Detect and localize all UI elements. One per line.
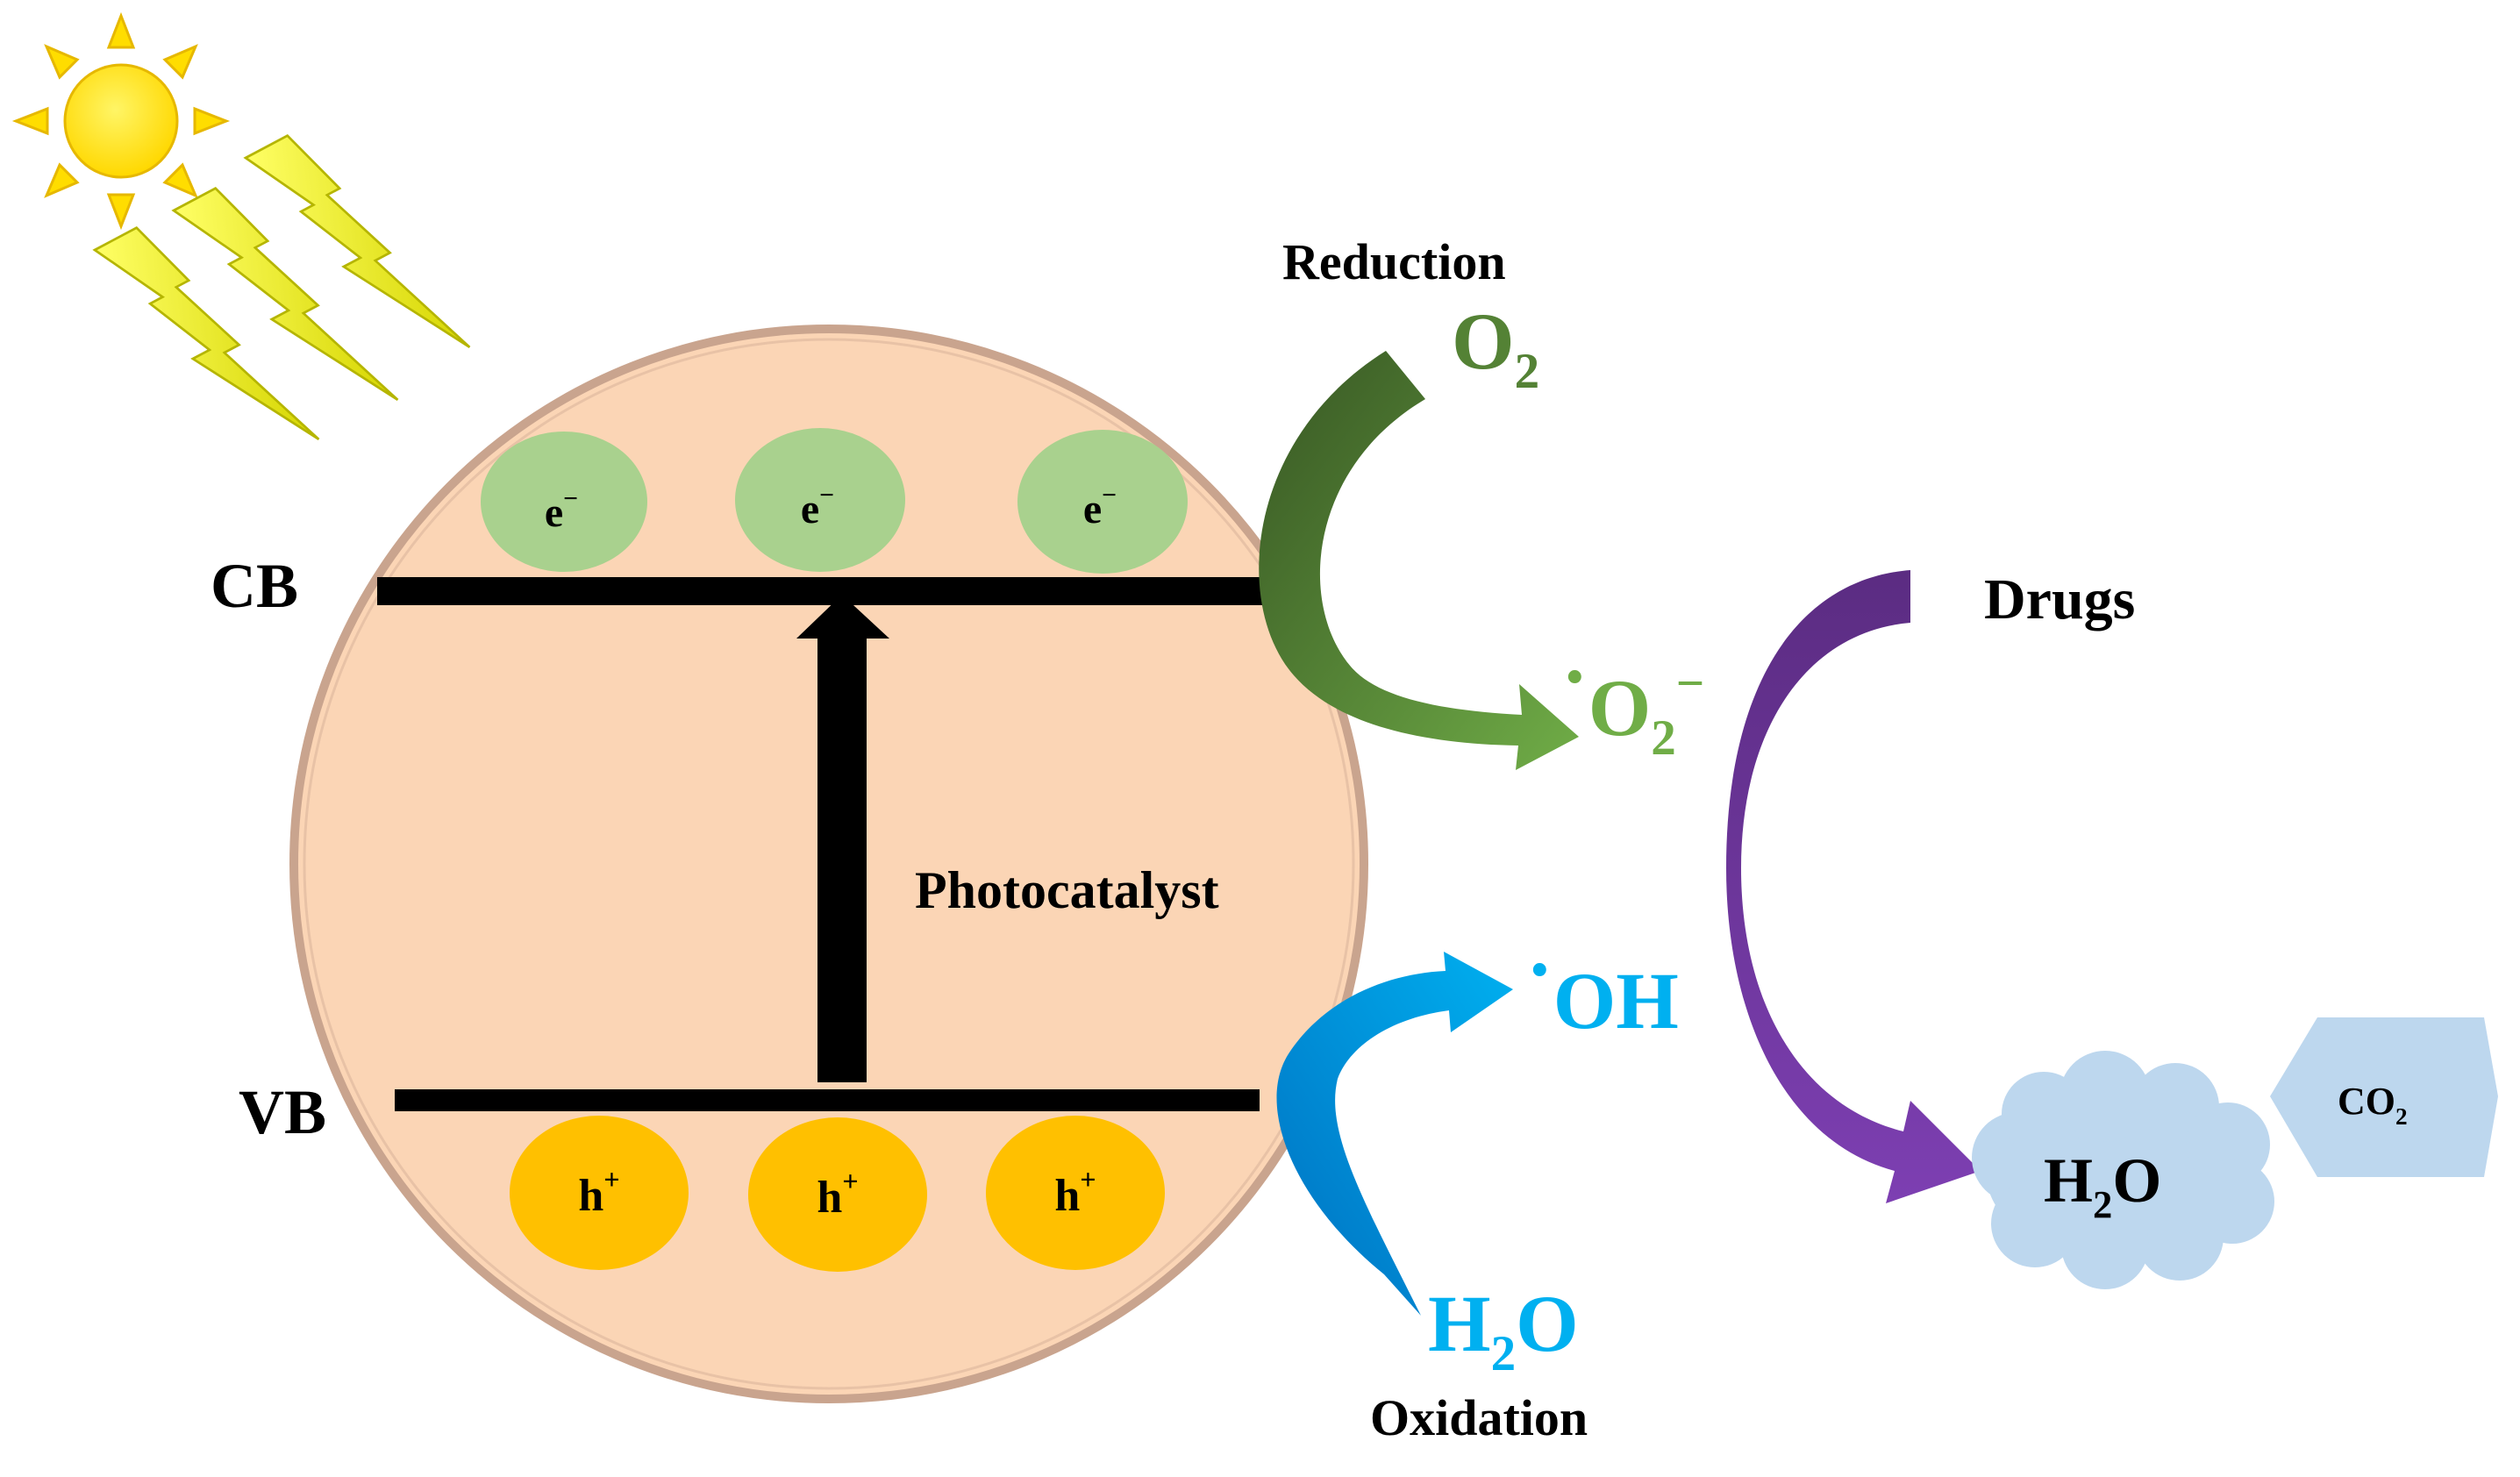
- drugs-label: Drugs: [1984, 567, 2135, 631]
- hole: h+: [510, 1116, 689, 1270]
- svg-text:h+: h+: [1054, 1164, 1096, 1221]
- hole: h+: [986, 1116, 1165, 1270]
- h2o-product-label: H2O: [2044, 1145, 2161, 1226]
- cb-label: CB: [211, 551, 298, 621]
- oxidation-arrow: [1276, 952, 1513, 1316]
- svg-text:e−: e−: [1083, 481, 1117, 532]
- svg-text:h+: h+: [578, 1164, 619, 1221]
- svg-text:h+: h+: [817, 1166, 858, 1223]
- electron: e−: [735, 428, 905, 572]
- reduction-arrow: [1259, 351, 1579, 770]
- lightning-bolts: [92, 133, 471, 440]
- conduction-band: [377, 577, 1272, 605]
- svg-text:e−: e−: [545, 484, 578, 536]
- degradation-arrow: [1726, 570, 1981, 1203]
- o2-label: O2: [1452, 296, 1539, 399]
- vb-label: VB: [239, 1077, 326, 1147]
- h2o-reactant-label: H2O: [1428, 1279, 1579, 1381]
- co2-shape: [2270, 1017, 2498, 1177]
- lightning-bolt-icon: [92, 225, 320, 440]
- reduction-label: Reduction: [1282, 233, 1506, 290]
- photocatalyst-label: Photocatalyst: [915, 861, 1219, 919]
- lightning-bolt-icon: [243, 133, 471, 348]
- superoxide-label: ·O2−: [1561, 631, 1704, 766]
- lightning-bolt-icon: [171, 186, 399, 401]
- sun-icon: [11, 11, 231, 231]
- svg-text:e−: e−: [801, 481, 834, 532]
- excitation-arrow: [796, 595, 889, 1082]
- co2-label: CO2: [2338, 1080, 2408, 1130]
- valence-band: [395, 1089, 1260, 1111]
- electron: e−: [1017, 430, 1188, 574]
- hydroxyl-label: ·OH: [1526, 924, 1679, 1045]
- hole: h+: [748, 1117, 927, 1272]
- electron: e−: [481, 432, 647, 572]
- h2o-product-cloud: [1972, 1051, 2274, 1289]
- oxidation-label: Oxidation: [1370, 1389, 1588, 1446]
